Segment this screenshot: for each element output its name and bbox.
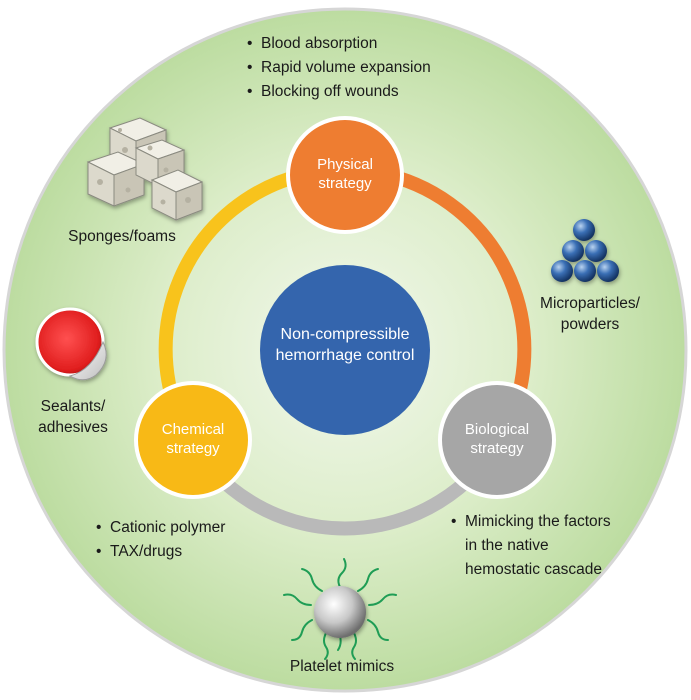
chemical-strategy-node: [134, 381, 252, 499]
list-item: Mimicking the factors in the native hemo…: [451, 510, 621, 582]
sealants-label: Sealants/ adhesives: [38, 398, 108, 436]
physical-strategy-label: Physical strategy: [317, 156, 373, 192]
platelet-mimics-label: Platelet mimics: [289, 658, 395, 675]
chemical-strategy-points: Cationic polymer TAX/drugs: [96, 516, 225, 564]
platelet-sphere-icon: [283, 558, 397, 660]
biological-strategy-points: Mimicking the factors in the native hemo…: [451, 510, 621, 582]
physical-strategy-points: Blood absorption Rapid volume expansion …: [247, 32, 431, 104]
center-node-label: Non-compressible hemorrhage control: [275, 326, 415, 364]
list-item: Blocking off wounds: [247, 80, 431, 104]
biological-strategy-label: Biological strategy: [464, 421, 530, 457]
sponge-cubes-icon: [86, 117, 204, 221]
list-item: Rapid volume expansion: [247, 56, 431, 80]
peeling-sticker-icon: [35, 307, 107, 381]
center-node: [260, 265, 430, 435]
sphere-pyramid-icon: [551, 219, 619, 282]
microparticles-label: Microparticles/ powders: [540, 295, 640, 333]
sponges-foams-label: Sponges/foams: [68, 228, 176, 245]
biological-strategy-node: [438, 381, 556, 499]
physical-strategy-node: [286, 116, 404, 234]
list-item: Blood absorption: [247, 32, 431, 56]
list-item: TAX/drugs: [96, 540, 225, 564]
platelet-body: [314, 586, 366, 638]
chemical-strategy-label: Chemical strategy: [161, 421, 225, 457]
list-item: Cationic polymer: [96, 516, 225, 540]
